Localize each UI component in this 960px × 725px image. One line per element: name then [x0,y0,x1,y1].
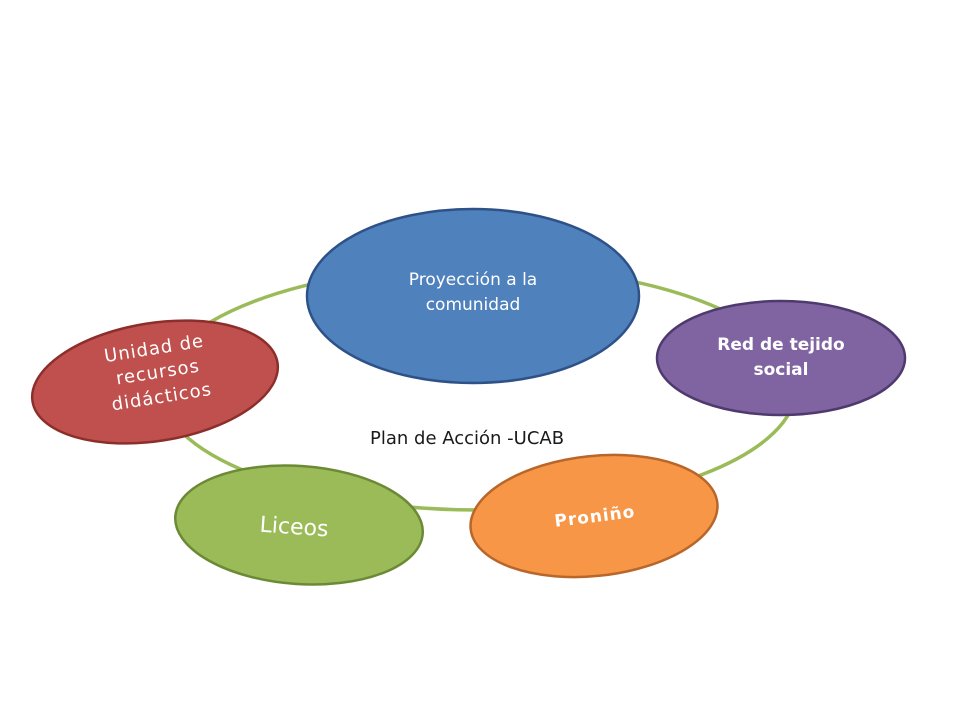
node-red-line-1: Red de tejido [717,335,845,355]
node-proyeccion-label: Proyección a la comunidad [343,268,603,317]
node-red-line-2: social [753,359,809,380]
node-proyeccion-line-2: comunidad [425,294,521,315]
node-unidad-shape [30,319,280,445]
center-label: Plan de Acción -UCAB [370,428,565,449]
node-proyeccion-line-1: Proyección a la [408,270,538,290]
node-proyeccion-shape [305,207,641,385]
node-red-shape [655,299,907,417]
node-liceos-shape [173,464,425,586]
node-pronino-shape [469,453,719,579]
node-red-label: Red de tejido social [681,333,881,382]
